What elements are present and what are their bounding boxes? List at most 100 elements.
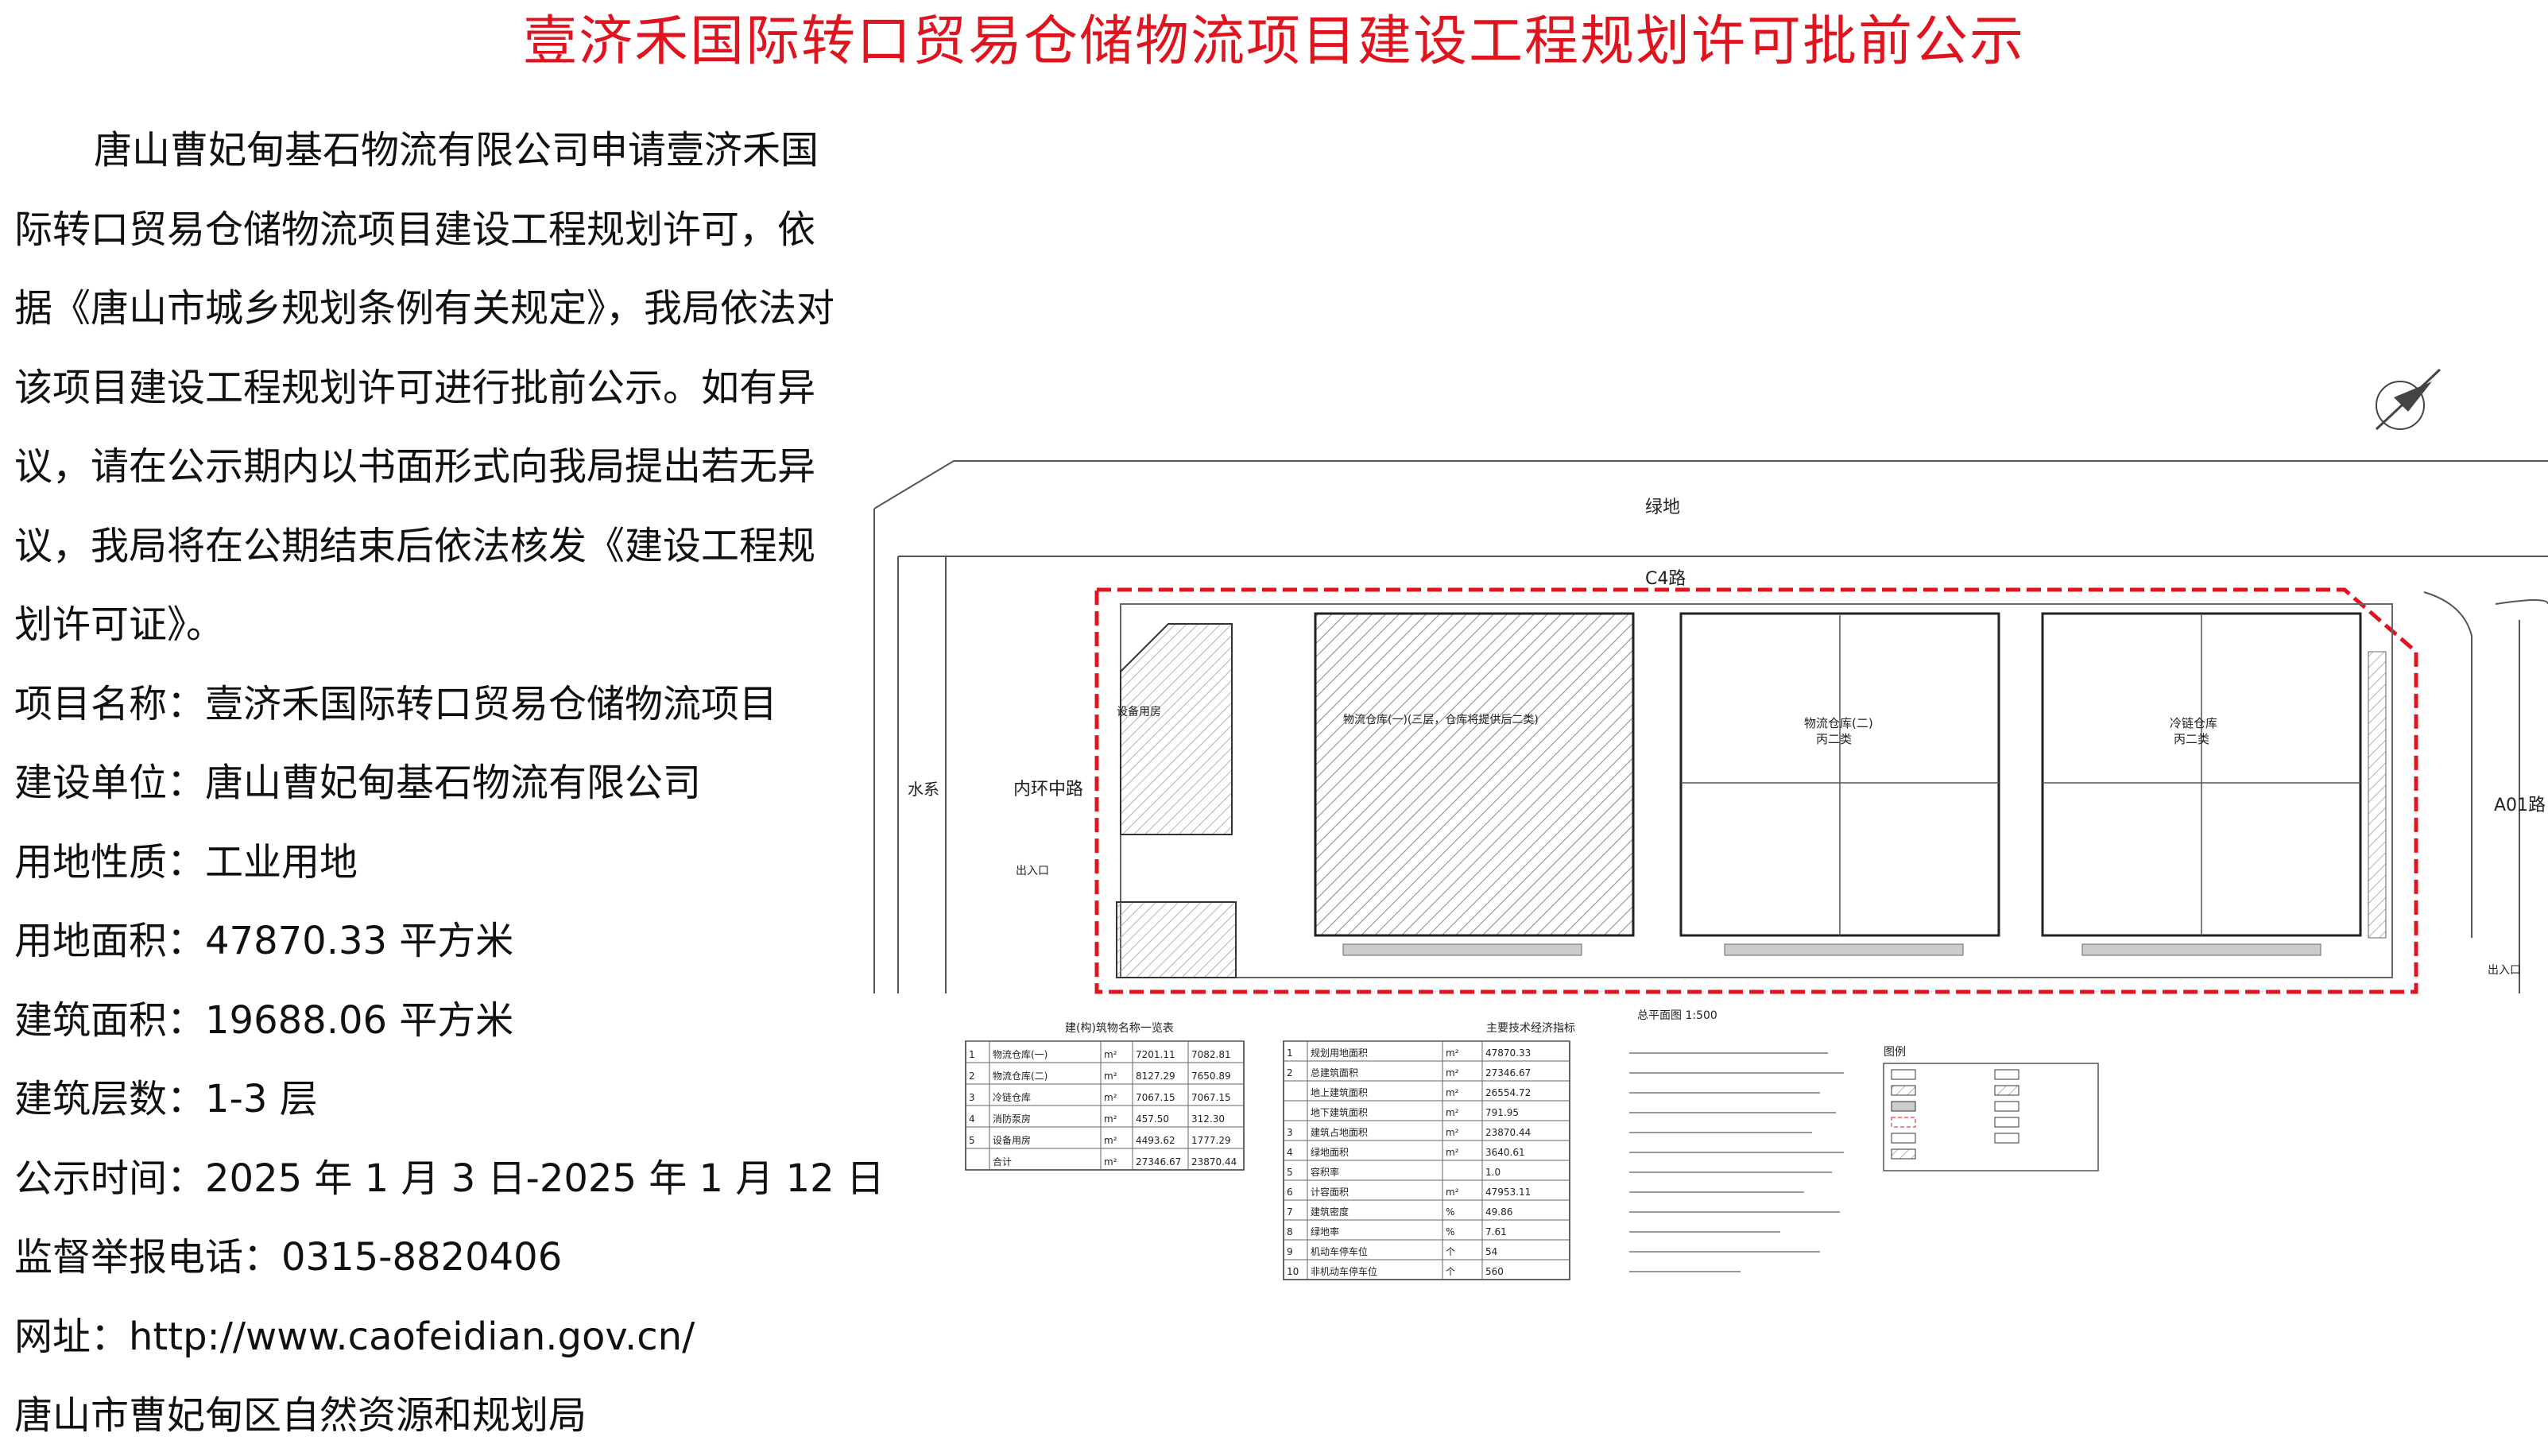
warehouse-2-label: 物流仓库(二) — [1804, 716, 1873, 730]
table1-cell: 4 — [969, 1113, 975, 1125]
table2-cell: 2 — [1287, 1067, 1293, 1078]
table1-cell: 7067.15 — [1136, 1092, 1175, 1103]
a01-road-edge — [2423, 591, 2472, 938]
agency-name: 唐山市曹妃甸区自然资源和规划局 — [14, 1393, 587, 1438]
table1-cell: 4493.62 — [1136, 1135, 1175, 1146]
table2-cell: 绿地率 — [1311, 1226, 1339, 1237]
water-label: 水系 — [908, 780, 939, 799]
floor-area: 建筑面积：19688.06 平方米 — [14, 997, 514, 1043]
table1-cell: 23870.44 — [1191, 1156, 1237, 1168]
table2-cell: 绿地面积 — [1311, 1146, 1349, 1158]
table2-cell: 10 — [1287, 1266, 1299, 1277]
table1-cell: 物流仓库(二) — [993, 1070, 1047, 1082]
table1-cell: m² — [1104, 1049, 1117, 1060]
site-boundary — [1094, 587, 2418, 994]
table2-cell: 7.61 — [1485, 1226, 1507, 1237]
table2-cell: 23870.44 — [1485, 1127, 1531, 1138]
warehouse-2-class: 丙二类 — [1816, 732, 1852, 746]
page-title: 壹济禾国际转口贸易仓储物流项目建设工程规划许可批前公示 — [522, 10, 2025, 73]
table2-cell: 建筑密度 — [1311, 1206, 1349, 1218]
legend — [1883, 1063, 2099, 1171]
table1-cell: m² — [1104, 1071, 1117, 1082]
table2-cell: 47870.33 — [1485, 1047, 1531, 1059]
entrance-right-label: 出入口 — [2488, 964, 2521, 977]
table2-cell: 47953.11 — [1485, 1187, 1531, 1198]
table2-cell: 791.95 — [1485, 1107, 1519, 1118]
design-notes — [1629, 1052, 1844, 1272]
table1-cell: 3 — [969, 1092, 975, 1103]
table2-cell: 27346.67 — [1485, 1067, 1531, 1078]
table1-cell: 457.50 — [1136, 1113, 1169, 1125]
land-area: 用地面积：47870.33 平方米 — [14, 919, 514, 963]
table2-cell: 个 — [1446, 1266, 1455, 1277]
table2-cell: m² — [1446, 1147, 1459, 1158]
notice-text: 唐山曹妃甸基石物流有限公司申请壹济禾国际转口贸易仓储物流项目建设工程规划许可，依… — [14, 111, 885, 1456]
warehouse-1 — [1314, 612, 1635, 937]
table1-cell: 1777.29 — [1191, 1135, 1231, 1146]
pump-room — [1116, 901, 1237, 978]
entrance-left-label: 出入口 — [1016, 865, 1049, 877]
table2-cell: m² — [1446, 1067, 1459, 1078]
warehouse-3-label: 冷链仓库 — [2170, 716, 2217, 730]
table2-title: 主要技术经济指标 — [1486, 1022, 1575, 1035]
table2-cell: 26554.72 — [1485, 1087, 1531, 1098]
green-label: 绿地 — [1645, 498, 1680, 517]
table1-cell: 7201.11 — [1136, 1049, 1175, 1060]
table1-cell: 7650.89 — [1191, 1071, 1231, 1082]
table2-cell: 7 — [1287, 1206, 1293, 1218]
table1-cell: 冷链仓库 — [993, 1091, 1031, 1103]
table2-cell: 机动车停车位 — [1311, 1245, 1368, 1257]
parking-row-3 — [2081, 943, 2321, 956]
table2-cell: 4 — [1287, 1147, 1293, 1158]
c4-road-label: C4路 — [1645, 569, 1686, 589]
table1-cell: m² — [1104, 1156, 1117, 1168]
table2-cell: 8 — [1287, 1226, 1293, 1237]
table1-cell: 7067.15 — [1191, 1092, 1231, 1103]
table1-cell: 物流仓库(一) — [993, 1048, 1047, 1060]
table1-cell: 设备用房 — [993, 1134, 1031, 1146]
table2-cell: 1 — [1287, 1047, 1293, 1059]
table1-cell: 5 — [969, 1135, 975, 1146]
table2-cell: 560 — [1485, 1266, 1504, 1277]
table1-cell: 2 — [969, 1071, 975, 1082]
table2-cell: m² — [1446, 1107, 1459, 1118]
table1-cell: 7082.81 — [1191, 1049, 1231, 1060]
table1-cell: m² — [1104, 1135, 1117, 1146]
site-plan-drawing: 绿地 C4路 水系 内环中路 A01路 设备用房 出入口 出入口 物流仓库(一)… — [866, 0, 2548, 1448]
warehouse-1-label: 物流仓库(一)(三层，仓库将提供后二类) — [1343, 714, 1539, 726]
table1-cell: 27346.67 — [1136, 1156, 1181, 1168]
table1-cell: 8127.29 — [1136, 1071, 1175, 1082]
table1-title: 建(构)筑物名称一览表 — [1065, 1022, 1174, 1035]
a01-road-edge-2 — [2495, 599, 2548, 605]
legend-title: 图例 — [1884, 1046, 1906, 1059]
table1-cell: 消防泵房 — [993, 1113, 1031, 1125]
table2-cell: 54 — [1485, 1246, 1497, 1257]
table2-cell: 计容面积 — [1311, 1186, 1349, 1198]
report-phone: 监督举报电话：0315-8820406 — [14, 1235, 563, 1280]
table2-cell: 49.86 — [1485, 1206, 1512, 1218]
table2-cell: 总建筑面积 — [1311, 1067, 1358, 1078]
table1-cell: 合计 — [993, 1156, 1012, 1168]
table2-cell: 9 — [1287, 1246, 1293, 1257]
intro-paragraph: 唐山曹妃甸基石物流有限公司申请壹济禾国际转口贸易仓储物流项目建设工程规划许可，依… — [14, 128, 835, 647]
table2-cell: 地上建筑面积 — [1311, 1086, 1368, 1098]
table2-cell: 3640.61 — [1485, 1147, 1525, 1158]
parking-row-1 — [1342, 943, 1582, 956]
table2-cell: % — [1446, 1206, 1454, 1218]
parking-row-2 — [1724, 943, 1964, 956]
table2-cell: 容积率 — [1311, 1166, 1339, 1178]
equip-room-label: 设备用房 — [1117, 705, 1161, 718]
warehouse-3-class: 丙二类 — [2174, 732, 2209, 746]
publicity-period: 公示时间：2025 年 1 月 3 日-2025 年 1 月 12 日 — [14, 1156, 885, 1201]
builder: 建设单位：唐山曹妃甸基石物流有限公司 — [14, 761, 702, 805]
table2-cell: 6 — [1287, 1187, 1293, 1198]
equipment-room — [1120, 623, 1233, 835]
table1-cell: 312.30 — [1191, 1113, 1225, 1125]
website-link[interactable]: 网址：http://www.caofeidian.gov.cn/ — [14, 1314, 695, 1359]
table2-cell: % — [1446, 1226, 1454, 1237]
floor-count: 建筑层数：1-3 层 — [14, 1077, 318, 1121]
north-arrow-icon — [2375, 368, 2442, 431]
table2-cell: m² — [1446, 1047, 1459, 1059]
